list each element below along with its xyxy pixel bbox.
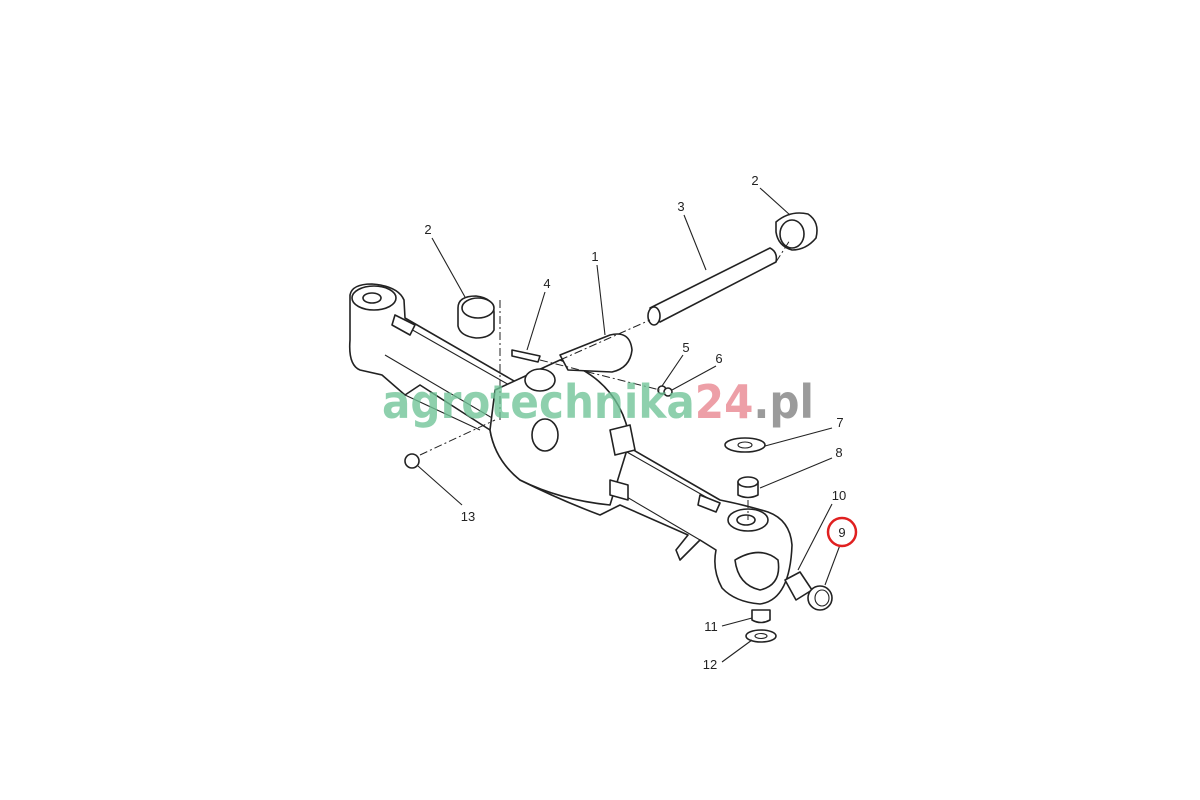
leader-lines: [417, 187, 841, 663]
assembly-centerlines: [419, 239, 791, 520]
highlight-circle: [826, 516, 858, 548]
callout-2-left[interactable]: 2: [424, 222, 431, 237]
callout-6[interactable]: 6: [715, 351, 722, 366]
callout-4[interactable]: 4: [543, 276, 550, 291]
callout-1[interactable]: 1: [591, 249, 598, 264]
callout-7[interactable]: 7: [836, 415, 843, 430]
callout-11[interactable]: 11: [704, 619, 718, 634]
axle-housing-drawing: [348, 283, 793, 605]
callout-10[interactable]: 10: [832, 488, 846, 503]
callout-8[interactable]: 8: [835, 445, 842, 460]
watermark-logo: agrotechnika24.pl: [382, 375, 814, 429]
callout-3[interactable]: 3: [677, 199, 684, 214]
loose-parts-drawing: [404, 212, 833, 643]
callout-12[interactable]: 12: [703, 657, 717, 672]
callout-13[interactable]: 13: [461, 509, 475, 524]
callout-5[interactable]: 5: [682, 340, 689, 355]
callout-2-right[interactable]: 2: [751, 173, 758, 188]
callout-labels: 1 2 2 3 4 5 6 7 8 9 10 11 12 13: [424, 173, 858, 672]
callout-9[interactable]: 9: [838, 525, 845, 540]
